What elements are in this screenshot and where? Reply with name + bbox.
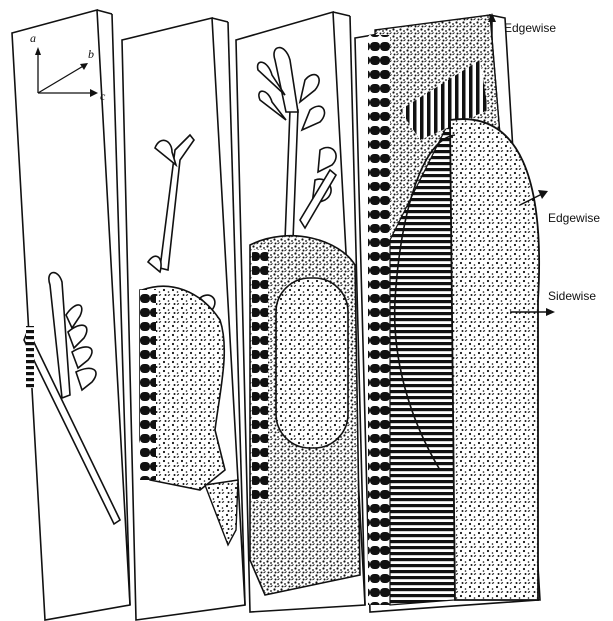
panel-3-core	[276, 278, 348, 448]
sidewise-arrow-icon	[546, 308, 555, 316]
axis-c-label: c	[100, 89, 106, 103]
edgewise-side-label: Edgewise	[548, 211, 600, 225]
panel-2	[122, 18, 245, 620]
axis-a-label: a	[30, 31, 36, 45]
panel-1: a b c	[12, 10, 130, 620]
panel-2-layer	[140, 290, 156, 480]
panel-4	[355, 15, 540, 612]
axis-b-label: b	[88, 47, 94, 61]
panel-4-core	[450, 119, 539, 600]
panel-3	[236, 12, 365, 612]
panel-4-left-layer	[368, 35, 390, 605]
sidewise-label: Sidewise	[548, 289, 596, 303]
panel-1-base-layer	[26, 326, 34, 388]
edgewise-top-label: Edgewise	[504, 21, 556, 35]
panel-3-layer	[252, 250, 268, 500]
